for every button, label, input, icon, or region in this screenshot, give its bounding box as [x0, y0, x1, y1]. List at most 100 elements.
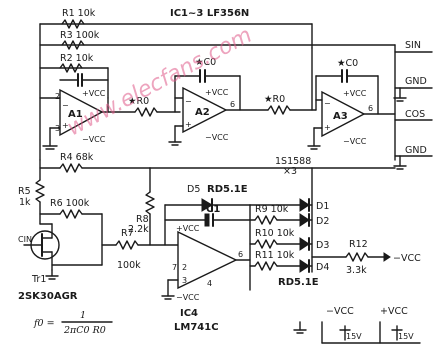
opamp-a2: A2 +VCC −VCC − + 6 [182, 86, 235, 142]
formula-lhs: f0 = [33, 318, 55, 329]
diode-top-part: 1S1588 [275, 156, 311, 167]
a2-ground-icon [168, 125, 184, 146]
r5-value: 1k [19, 197, 31, 208]
r5-label: R5 [18, 186, 31, 197]
top-feedback-wiring [39, 23, 396, 161]
tr1-label: Tr1 [31, 274, 46, 285]
ic4-vcc-pos: +VCC [176, 224, 200, 233]
resistor-r7: R7 100k [101, 228, 179, 271]
r10-label: R10 10k [255, 228, 295, 239]
resistor-r6: R6 100k [50, 198, 103, 266]
capacitor-c0-a2: ★C0 [174, 57, 241, 111]
a1-ground-icon [42, 127, 58, 150]
tr1-part: 2SK30AGR [18, 291, 78, 302]
rb-label: ★R0 [264, 94, 285, 105]
r12-value: 3.3k [346, 265, 367, 276]
r2-label: R2 10k [60, 53, 94, 64]
jfet-tr1: CIN Tr1 2SK30AGR [18, 223, 78, 302]
r8-value: 2.2k [128, 224, 149, 235]
resistor-r8: R8 2.2k [128, 191, 155, 246]
legend-ground-icon [293, 321, 307, 334]
diode-d2: D2 [276, 213, 329, 227]
svg-text:+: + [324, 123, 331, 132]
formula-denominator: 2πC0 R0 [63, 325, 106, 336]
ic4-ground-icon [161, 279, 175, 300]
capacitor-c0-a3: ★C0 [315, 58, 379, 115]
d5-label: D5 [187, 184, 200, 195]
resistor-r12: R12 3.3k −VCC [311, 239, 421, 276]
d1-label: D1 [316, 201, 329, 212]
ic-header: IC1~3 LF356N [170, 8, 249, 19]
gnd-terminal-2: GND [405, 145, 427, 156]
r4-label: R4 68k [60, 152, 94, 163]
r7-label: R7 [121, 228, 134, 239]
capacitor-c1: C1 [164, 204, 251, 227]
ic4-vcc-neg: −VCC [176, 293, 200, 302]
supply-legend: −VCC +VCC 15V 15V [293, 306, 421, 344]
a1-label: A1 [68, 109, 83, 120]
r11-label: R11 10k [255, 250, 295, 261]
a3-label: A3 [333, 111, 348, 122]
resistor-r9: R9 10k [254, 204, 289, 225]
a2-vcc-neg: −VCC [205, 133, 229, 142]
svg-text:−: − [62, 101, 69, 110]
a1-feedback-cap [59, 73, 109, 87]
resistor-r2: R2 10k [59, 53, 94, 73]
a1-vcc-neg: −VCC [82, 135, 106, 144]
svg-text:−: − [324, 99, 331, 108]
zener-d5: D5 RD5.1E [164, 184, 251, 212]
vcc-out-label: −VCC [393, 253, 421, 264]
resistor-r11: R11 10k [254, 250, 295, 271]
resistor-ra: ★R0 [128, 96, 158, 117]
a3-vcc-neg: −VCC [343, 137, 367, 146]
r6-label: R6 100k [50, 198, 90, 209]
a3-pin6: 6 [368, 104, 373, 113]
svg-text:−: − [185, 97, 192, 106]
opamp-ic4: +VCC 7 2 3 6 4 −VCC IC4 LM741C [172, 224, 243, 333]
r8-label: R8 [136, 214, 149, 225]
a1-vcc-pos: +VCC [82, 89, 106, 98]
a2-pin6: 6 [230, 100, 235, 109]
r3-label: R3 100k [60, 30, 100, 41]
co2-label: ★C0 [337, 58, 358, 69]
d2-label: D2 [316, 216, 329, 227]
legend-v1: 15V [346, 332, 362, 341]
formula-numerator: 1 [80, 310, 86, 321]
diode-d1: D1 [276, 198, 329, 212]
ic4-pin2: 2 [182, 263, 187, 272]
ic4-pin3: 3 [182, 276, 187, 285]
d3-label: D3 [316, 240, 329, 251]
resistor-rb: ★R0 [264, 94, 291, 115]
gnd-terminal-1: GND [405, 76, 427, 87]
diode-top-qty: ×3 [283, 166, 297, 177]
ic4-part: LM741C [174, 322, 219, 333]
co1-label: ★C0 [195, 57, 216, 68]
d4-label: D4 [316, 262, 329, 273]
ic4-pin7: 7 [172, 263, 177, 272]
ic4-pin4: 4 [207, 279, 212, 288]
r12-label: R12 [349, 239, 368, 250]
resistor-r4: R4 68k [39, 152, 151, 173]
r9-label: R9 10k [255, 204, 289, 215]
ic4-pin6: 6 [238, 250, 243, 259]
a2-vcc-pos: +VCC [205, 88, 229, 97]
resistor-r5: R5 1k [18, 179, 45, 208]
a1-pin2: 2 [55, 92, 60, 101]
a2-label: A2 [195, 107, 210, 118]
opamp-a3: A3 +VCC −VCC − + 6 [321, 89, 373, 146]
diode-bottom-part: RD5.1E [278, 277, 319, 288]
frequency-formula: f0 = 1 2πC0 R0 [33, 310, 113, 336]
cin-label: CIN [18, 235, 32, 244]
resistor-r1: R1 10k [61, 8, 96, 29]
r1-label: R1 10k [62, 8, 96, 19]
svg-text:+: + [185, 120, 192, 129]
resistor-r3: R3 100k [60, 30, 100, 50]
svg-text:+: + [62, 121, 69, 130]
r7-value: 100k [117, 260, 141, 271]
ground-icon-out1 [393, 87, 407, 102]
ground-icon-out2 [393, 155, 407, 170]
legend-pos-vcc: +VCC [380, 306, 408, 317]
a3-ground-icon [307, 127, 323, 150]
ra-label: ★R0 [128, 96, 149, 107]
